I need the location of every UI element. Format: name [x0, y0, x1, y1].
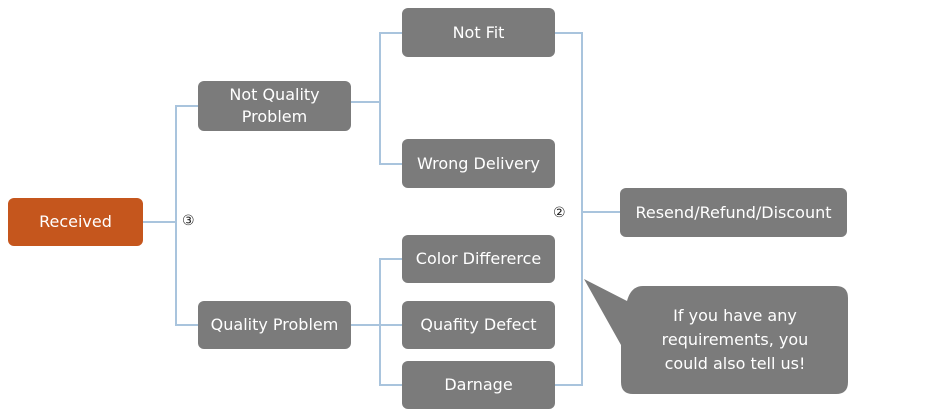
not-quality-problem-node: Not Quality Problem [198, 81, 351, 131]
not-fit-node: Not Fit [402, 8, 555, 57]
connector-quality-leaves [379, 258, 402, 386]
connector-not-quality-leaves [379, 32, 402, 165]
callout-bubble [584, 279, 848, 394]
quality-problem-node: Quality Problem [198, 301, 351, 349]
connector-to-outcome [555, 32, 620, 386]
step-marker-2: ② [553, 205, 566, 221]
connector-received-branches [175, 105, 198, 326]
step-marker-3: ③ [182, 213, 195, 229]
callout-text: If you have any requirements, you could … [661, 306, 809, 373]
quality-defect-node: Quafity Defect [402, 301, 555, 349]
received-node: Received [8, 198, 143, 246]
resend-refund-discount-node: Resend/Refund/Discount [620, 188, 847, 237]
wrong-delivery-node: Wrong Delivery [402, 139, 555, 188]
color-difference-node: Color Differerce [402, 235, 555, 283]
damage-node: Darnage [402, 361, 555, 409]
